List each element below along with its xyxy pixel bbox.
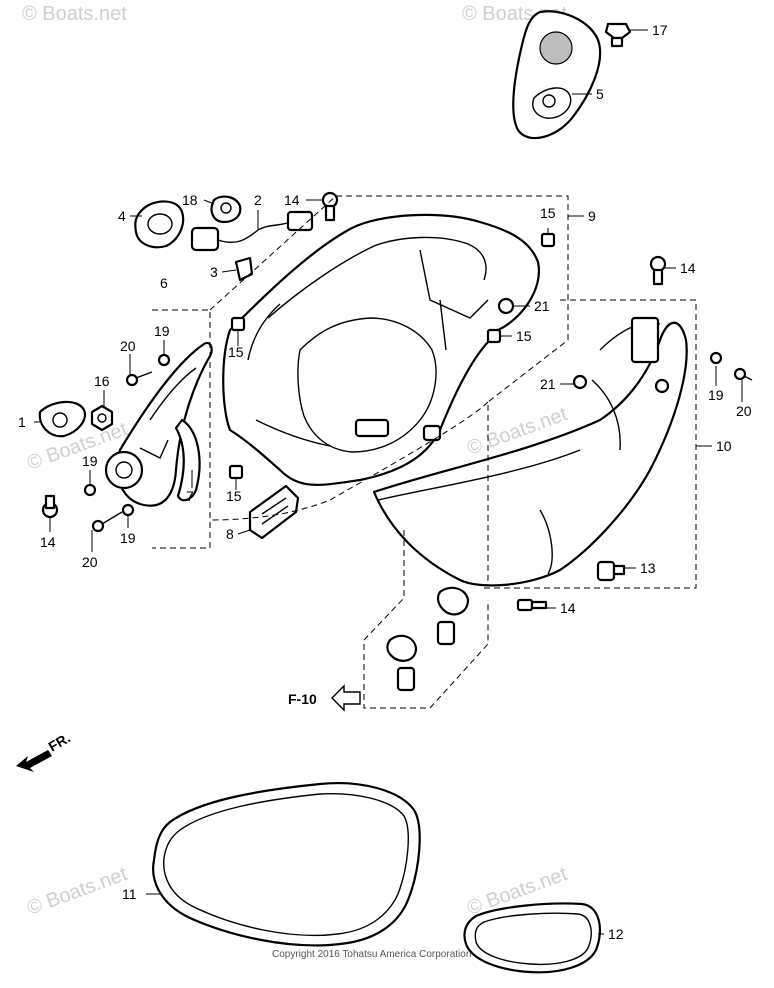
front-direction: FR.: [16, 729, 73, 772]
bolt-14-left: [41, 494, 59, 519]
callout-11: 11: [122, 886, 137, 902]
part-harness-2: [190, 210, 314, 252]
callout-15-bottom: 15: [226, 488, 242, 504]
part-inner-cover-9: [222, 213, 541, 486]
screw-20-c: [91, 511, 123, 533]
callout-labels: 17 5 4 18 2 3 14 15 9 14 21 15 21 19 20 …: [18, 22, 752, 942]
washer-19-b: [709, 351, 723, 365]
callout-16: 16: [94, 373, 110, 389]
callout-19-mid-left: 19: [82, 453, 98, 469]
callout-14-top: 14: [284, 192, 300, 208]
callout-7: 7: [186, 488, 194, 504]
copyright-text: Copyright 2016 Tohatsu America Corporati…: [272, 949, 471, 960]
part-grommet-17: [604, 22, 632, 48]
callout-19-right: 19: [708, 387, 724, 403]
callout-19-top-left: 19: [154, 323, 170, 339]
callout-13: 13: [640, 560, 656, 576]
callout-15-top: 15: [540, 205, 556, 221]
callout-2: 2: [254, 192, 262, 208]
part-lower-cover-10: [372, 316, 688, 587]
leader-lines: [34, 29, 743, 935]
callout-18: 18: [182, 192, 198, 208]
callout-12: 12: [608, 926, 624, 942]
callout-20-right: 20: [736, 403, 752, 419]
screw-20-b: [733, 367, 753, 381]
washer-19-a: [157, 353, 171, 367]
callout-1: 1: [18, 414, 26, 430]
callout-6: 6: [160, 275, 168, 291]
reference-arrow-icon: [331, 684, 361, 712]
front-arrow-icon: [16, 750, 52, 772]
callout-20-left: 20: [120, 338, 136, 354]
part-cap-4: [134, 200, 185, 249]
callout-14-bottom: 14: [560, 600, 576, 616]
callout-8: 8: [226, 526, 234, 542]
grommet-21-b: [572, 374, 588, 390]
callout-21-right: 21: [540, 376, 556, 392]
watermark-top-left: © Boats.net: [22, 3, 127, 25]
part-lever-1: [38, 400, 86, 438]
callout-14-left: 14: [40, 534, 56, 550]
callout-19-bottom-left: 19: [120, 530, 136, 546]
screw-20-a: [125, 371, 153, 387]
part-nut-16: [90, 404, 114, 432]
part-rear-plate: [512, 10, 602, 140]
callout-15-mid: 15: [516, 328, 532, 344]
part-clip-18: [210, 195, 242, 224]
part-f10-fittings: [386, 586, 470, 692]
watermark-bottom-left: © Boats.net: [24, 863, 130, 920]
callout-17: 17: [652, 22, 668, 38]
callout-20-bottom: 20: [82, 554, 98, 570]
bolt-14-top: [321, 191, 339, 222]
clip-15-c: [230, 316, 246, 332]
part-side-bracket-6: [104, 341, 213, 507]
callout-15-left: 15: [228, 344, 244, 360]
callout-21-top: 21: [534, 298, 550, 314]
washer-19-c: [83, 483, 97, 497]
bolt-14-right: [649, 255, 667, 286]
group-boxes: [152, 195, 697, 709]
part-bracket-3: [234, 256, 254, 282]
bolt-14-bottom: [516, 598, 548, 612]
reference-f10-label: F-10: [288, 691, 317, 707]
part-seal-11: [152, 782, 421, 947]
callout-10: 10: [716, 438, 732, 454]
clip-15-b: [486, 328, 502, 344]
part-fasteners: [41, 191, 753, 612]
callout-4: 4: [118, 208, 126, 224]
part-bracket-8: [248, 484, 300, 540]
clip-15-d: [228, 464, 244, 480]
grommet-21-a: [497, 297, 515, 315]
fitting-13: [596, 560, 626, 582]
front-label: FR.: [46, 729, 74, 754]
callout-9: 9: [588, 208, 596, 224]
washer-19-d: [121, 503, 135, 517]
callout-14-right: 14: [680, 260, 696, 276]
reference-f10[interactable]: F-10: [288, 684, 361, 712]
callout-3: 3: [210, 264, 218, 280]
clip-15-a: [540, 232, 556, 248]
callout-5: 5: [596, 86, 604, 102]
part-seal-12: [463, 902, 601, 974]
